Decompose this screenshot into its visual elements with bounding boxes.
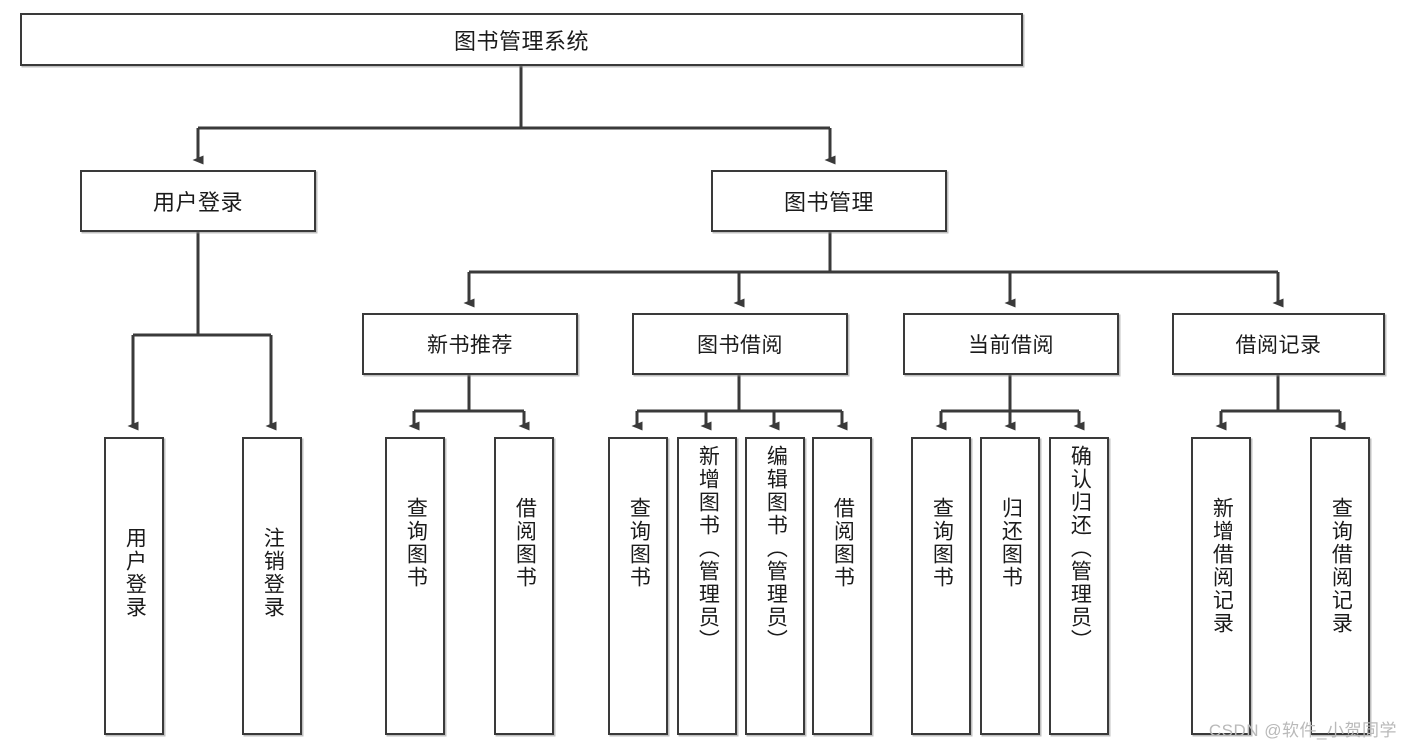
leaf-borrow-query-book[interactable]: 查询图书	[608, 437, 668, 735]
node-label: 图书借阅	[697, 334, 783, 357]
leaf-user-login-login[interactable]: 用户登录	[104, 437, 164, 735]
node-label: 借阅图书	[831, 497, 855, 589]
node-label: 新增图书（管理员）	[696, 445, 720, 652]
node-current-borrow[interactable]: 当前借阅	[903, 313, 1119, 375]
node-label: 查询借阅记录	[1329, 497, 1353, 635]
watermark-text: CSDN @软件_小贺同学	[1208, 721, 1397, 740]
leaf-record-query-record[interactable]: 查询借阅记录	[1310, 437, 1370, 735]
node-label: 当前借阅	[968, 334, 1054, 357]
node-label: 查询图书	[930, 497, 954, 589]
leaf-borrow-edit-book-admin[interactable]: 编辑图书（管理员）	[745, 437, 805, 735]
node-label: 编辑图书（管理员）	[764, 445, 788, 652]
node-label: 查询图书	[404, 497, 428, 589]
node-label: 注销登录	[261, 527, 285, 619]
node-label: 新书推荐	[427, 334, 513, 357]
leaf-current-query-book[interactable]: 查询图书	[911, 437, 971, 735]
node-label: 新增借阅记录	[1210, 497, 1234, 635]
node-book-management[interactable]: 图书管理	[711, 170, 947, 232]
node-label: 用户登录	[123, 527, 147, 619]
node-borrow-record[interactable]: 借阅记录	[1172, 313, 1385, 375]
leaf-current-return-book[interactable]: 归还图书	[980, 437, 1040, 735]
node-label: 借阅记录	[1235, 334, 1322, 357]
leaf-recommend-query-book[interactable]: 查询图书	[385, 437, 445, 735]
leaf-user-login-logout[interactable]: 注销登录	[242, 437, 302, 735]
node-user-login[interactable]: 用户登录	[80, 170, 316, 232]
node-root-system[interactable]: 图书管理系统	[20, 13, 1023, 66]
node-label: 查询图书	[627, 497, 651, 589]
leaf-record-add-record[interactable]: 新增借阅记录	[1191, 437, 1251, 735]
node-label: 归还图书	[999, 497, 1023, 589]
leaf-borrow-add-book-admin[interactable]: 新增图书（管理员）	[677, 437, 737, 735]
node-label: 确认归还（管理员）	[1068, 445, 1092, 652]
node-label: 借阅图书	[513, 497, 537, 589]
leaf-current-confirm-return-admin[interactable]: 确认归还（管理员）	[1049, 437, 1109, 735]
node-new-book-recommend[interactable]: 新书推荐	[362, 313, 578, 375]
node-label: 图书管理系统	[453, 28, 589, 54]
leaf-borrow-borrow-book[interactable]: 借阅图书	[812, 437, 872, 735]
node-book-borrow[interactable]: 图书借阅	[632, 313, 848, 375]
leaf-recommend-borrow-book[interactable]: 借阅图书	[494, 437, 554, 735]
node-label: 图书管理	[783, 190, 874, 215]
node-label: 用户登录	[152, 190, 243, 215]
